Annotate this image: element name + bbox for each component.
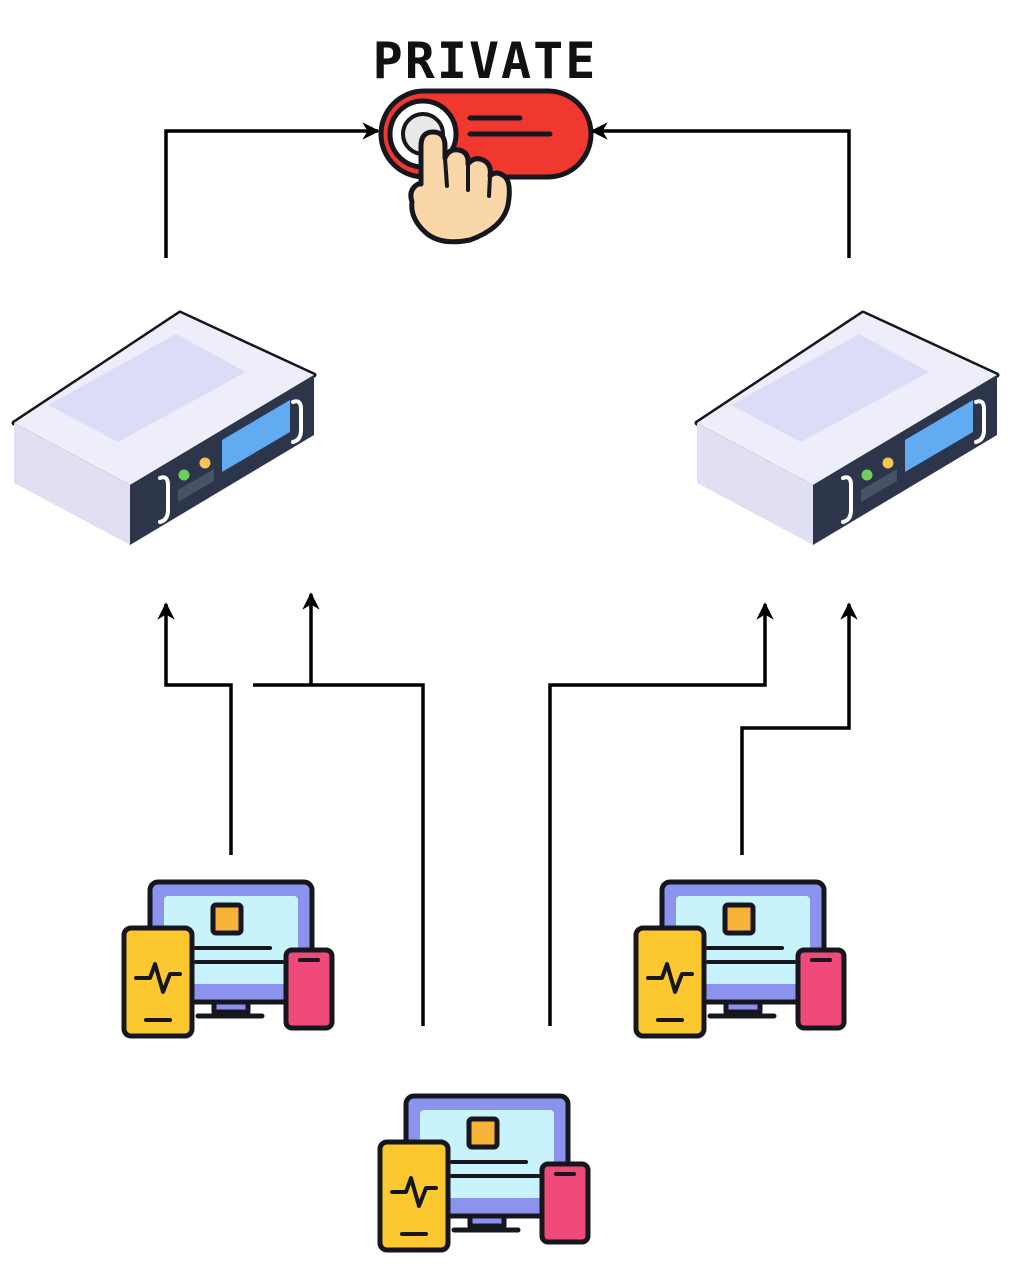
devices-right-icon: [636, 882, 844, 1036]
server-right-icon: [697, 313, 997, 545]
edge-devices-left-to-server-left: [157, 602, 233, 855]
edge-server-right-to-toggle: [590, 122, 851, 258]
edge-devices-right-to-server-right: [740, 602, 858, 855]
server-left-icon: [14, 313, 314, 545]
diagram-title: PRIVATE: [373, 32, 598, 90]
edge-devices-center-to-server-right: [548, 602, 774, 1026]
edge-devices-center-to-server-left: [253, 594, 425, 1026]
devices-left-icon: [124, 882, 332, 1036]
edge-server-left-to-toggle: [164, 122, 380, 258]
devices-center-icon: [380, 1096, 588, 1250]
hand-pointer-icon: [408, 129, 512, 245]
